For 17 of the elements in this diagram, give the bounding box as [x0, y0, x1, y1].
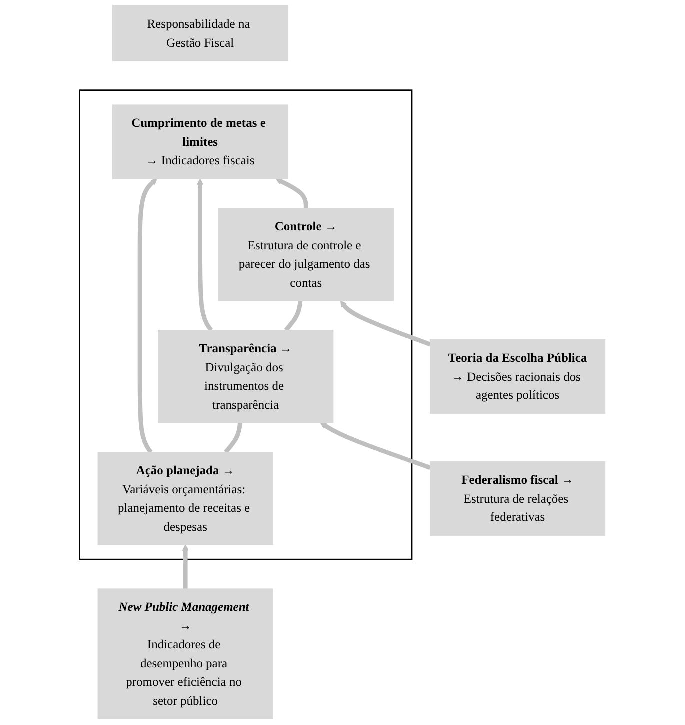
- node-box: Teoria da Escolha Pública → Decisões racionais dos agentes políticos: [430, 339, 606, 414]
- node-box: Transparência → Divulgação dos instrumentos de transparência: [158, 330, 334, 424]
- arrow: [182, 544, 189, 590]
- node-box: New Public Management → Indicadores de desempenho para promover eficiência no setor público: [98, 588, 274, 720]
- cluster: [79, 90, 413, 560]
- node-box: Ação planejada → Variáveis orçamentárias: planejamento de receitas e despesas: [98, 452, 274, 546]
- arrow: [276, 178, 308, 208]
- node-box: Federalismo fiscal → Estrutura de relações federativas: [430, 461, 606, 536]
- connector: [284, 300, 303, 332]
- arrow: [320, 422, 432, 470]
- connector: [224, 422, 242, 454]
- arrow: [340, 300, 432, 347]
- arrow: [197, 178, 214, 332]
- node-box: Controle → Estrutura de controle e parecer do julgamento das contas: [218, 208, 394, 302]
- arrow: [138, 178, 158, 454]
- node-box: Responsabilidade na Gestão Fiscal: [112, 6, 288, 62]
- node-box: Cumprimento de metas e limites → Indicadores fiscais: [112, 104, 288, 180]
